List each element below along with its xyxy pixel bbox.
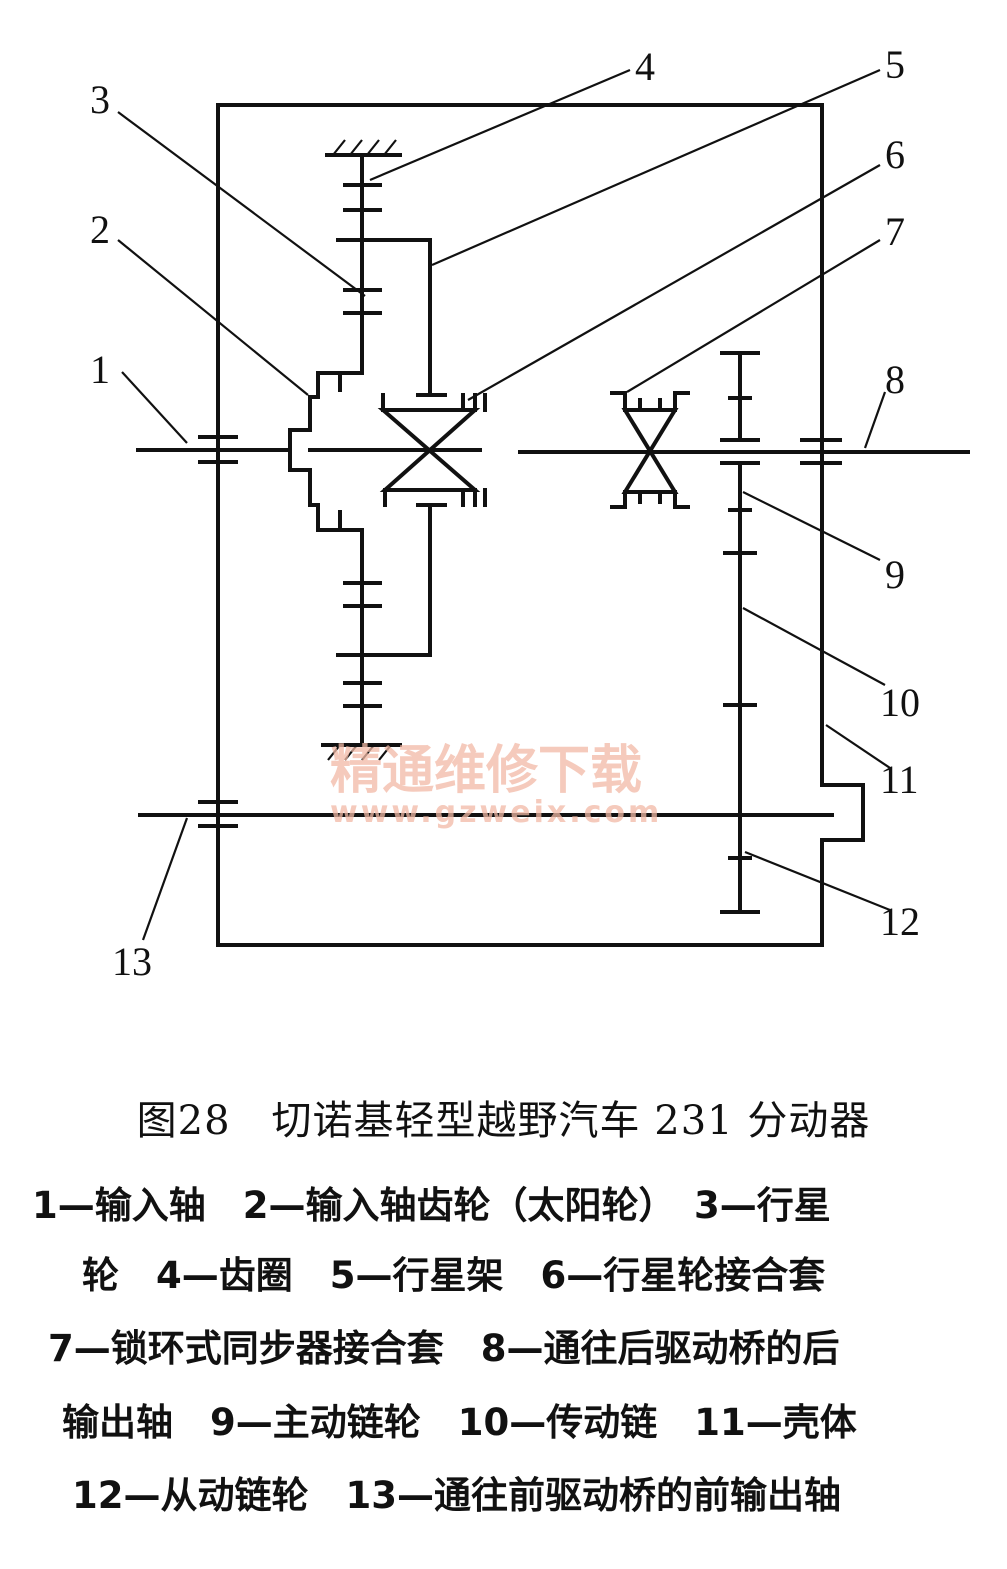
label-12: 12: [880, 899, 920, 944]
label-5: 5: [885, 42, 905, 87]
ring-gear-ground-top: [325, 139, 402, 187]
label-8: 8: [885, 357, 905, 402]
lower-planet-gear: [336, 528, 432, 717]
label-6: 6: [885, 132, 905, 177]
label-10: 10: [880, 680, 920, 725]
label-4: 4: [635, 44, 655, 89]
upper-planet-gear: [336, 183, 432, 375]
label-11: 11: [880, 757, 919, 802]
transfer-case-diagram: 1 2 3 4 5 6 7 8 9 10 11 12 13 精通维修下载 www…: [90, 42, 970, 984]
leader-lines: [117, 68, 891, 941]
planet-carrier-lower: [416, 503, 447, 657]
label-9: 9: [885, 552, 905, 597]
label-13: 13: [112, 939, 152, 984]
label-2: 2: [90, 207, 110, 252]
legend-line-1: 1—输入轴 2—输入轴齿轮（太阳轮） 3—行星: [32, 1184, 831, 1227]
housing: [216, 103, 865, 947]
figure-caption: 图28 切诺基轻型越野汽车 231 分动器: [0, 1085, 1007, 1157]
drive-chain: [720, 461, 760, 914]
drive-sprocket: [720, 351, 760, 465]
ring-gear-ground-bottom: [321, 713, 402, 761]
caption-title: 图28 切诺基轻型越野汽车 231 分动器: [136, 1098, 871, 1144]
legend-line-2: 轮 4—齿圈 5—行星架 6—行星轮接合套: [82, 1254, 826, 1297]
planet-clutch-sleeve: [377, 393, 487, 507]
legend-line-4: 输出轴 9—主动链轮 10—传动链 11—壳体: [62, 1401, 857, 1444]
legend-line-3: 7—锁环式同步器接合套 8—通往后驱动桥的后: [48, 1327, 840, 1370]
watermark-url: www.gzweix.com: [330, 795, 662, 830]
watermark-chinese: 精通维修下载: [330, 741, 642, 801]
rear-output-bearing: [800, 438, 842, 465]
sun-gear-hub: [288, 371, 364, 532]
label-7: 7: [885, 209, 905, 254]
label-3: 3: [90, 77, 110, 122]
label-1: 1: [90, 347, 110, 392]
legend-line-5: 12—从动链轮 13—通往前驱动桥的前输出轴: [72, 1474, 841, 1517]
planet-carrier-upper: [416, 238, 447, 397]
input-shaft-bearing: [198, 435, 238, 464]
front-output-bearing: [198, 800, 238, 828]
synchronizer-sleeve: [610, 391, 690, 509]
